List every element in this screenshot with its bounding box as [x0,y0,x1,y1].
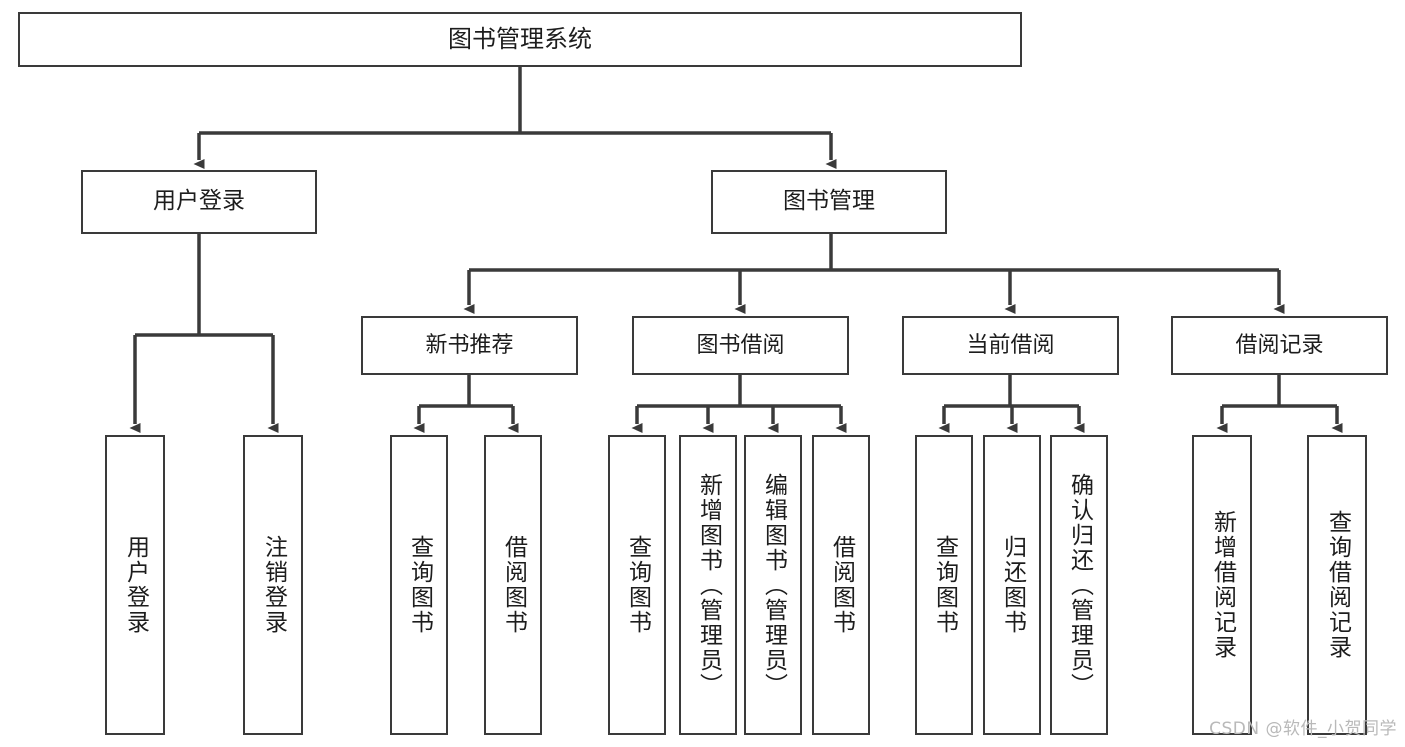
node-label: 查询借阅记录 [1324,510,1351,660]
node-label: 借阅图书 [828,535,855,635]
leaf-user-login[interactable]: 用户登录 [105,435,165,735]
leaf-query-book-current[interactable]: 查询图书 [915,435,973,735]
leaf-logout[interactable]: 注销登录 [243,435,303,735]
node-label: 当前借阅 [966,332,1055,358]
node-label: 图书借阅 [696,332,785,358]
node-current-borrow[interactable]: 当前借阅 [902,316,1119,375]
node-borrow-record[interactable]: 借阅记录 [1171,316,1388,375]
leaf-return-book[interactable]: 归还图书 [983,435,1041,735]
node-label: 查询图书 [931,535,958,635]
node-book-borrow[interactable]: 图书借阅 [632,316,849,375]
node-label: 确认归还（管理员） [1066,472,1093,698]
node-label: 借阅记录 [1235,332,1324,358]
node-root-system[interactable]: 图书管理系统 [18,12,1022,67]
leaf-borrow-book-recommend[interactable]: 借阅图书 [484,435,542,735]
node-label: 查询图书 [406,535,433,635]
leaf-query-book-recommend[interactable]: 查询图书 [390,435,448,735]
node-label: 查询图书 [624,535,651,635]
node-label: 归还图书 [999,535,1026,635]
node-label: 用户登录 [153,188,245,215]
leaf-add-book-admin[interactable]: 新增图书（管理员） [679,435,737,735]
node-user-login[interactable]: 用户登录 [81,170,317,234]
leaf-query-borrow-record[interactable]: 查询借阅记录 [1307,435,1367,735]
leaf-query-book-borrow[interactable]: 查询图书 [608,435,666,735]
leaf-edit-book-admin[interactable]: 编辑图书（管理员） [744,435,802,735]
leaf-borrow-book[interactable]: 借阅图书 [812,435,870,735]
node-book-management[interactable]: 图书管理 [711,170,947,234]
leaf-confirm-return-admin[interactable]: 确认归还（管理员） [1050,435,1108,735]
node-label: 用户登录 [122,535,149,635]
node-label: 借阅图书 [500,535,527,635]
node-new-book-recommend[interactable]: 新书推荐 [361,316,578,375]
node-label: 编辑图书（管理员） [760,472,787,698]
node-label: 新增借阅记录 [1209,510,1236,660]
leaf-add-borrow-record[interactable]: 新增借阅记录 [1192,435,1252,735]
node-label: 图书管理系统 [448,25,592,54]
node-label: 注销登录 [260,535,287,635]
node-label: 图书管理 [783,188,875,215]
node-label: 新书推荐 [425,332,514,358]
node-label: 新增图书（管理员） [695,472,722,698]
